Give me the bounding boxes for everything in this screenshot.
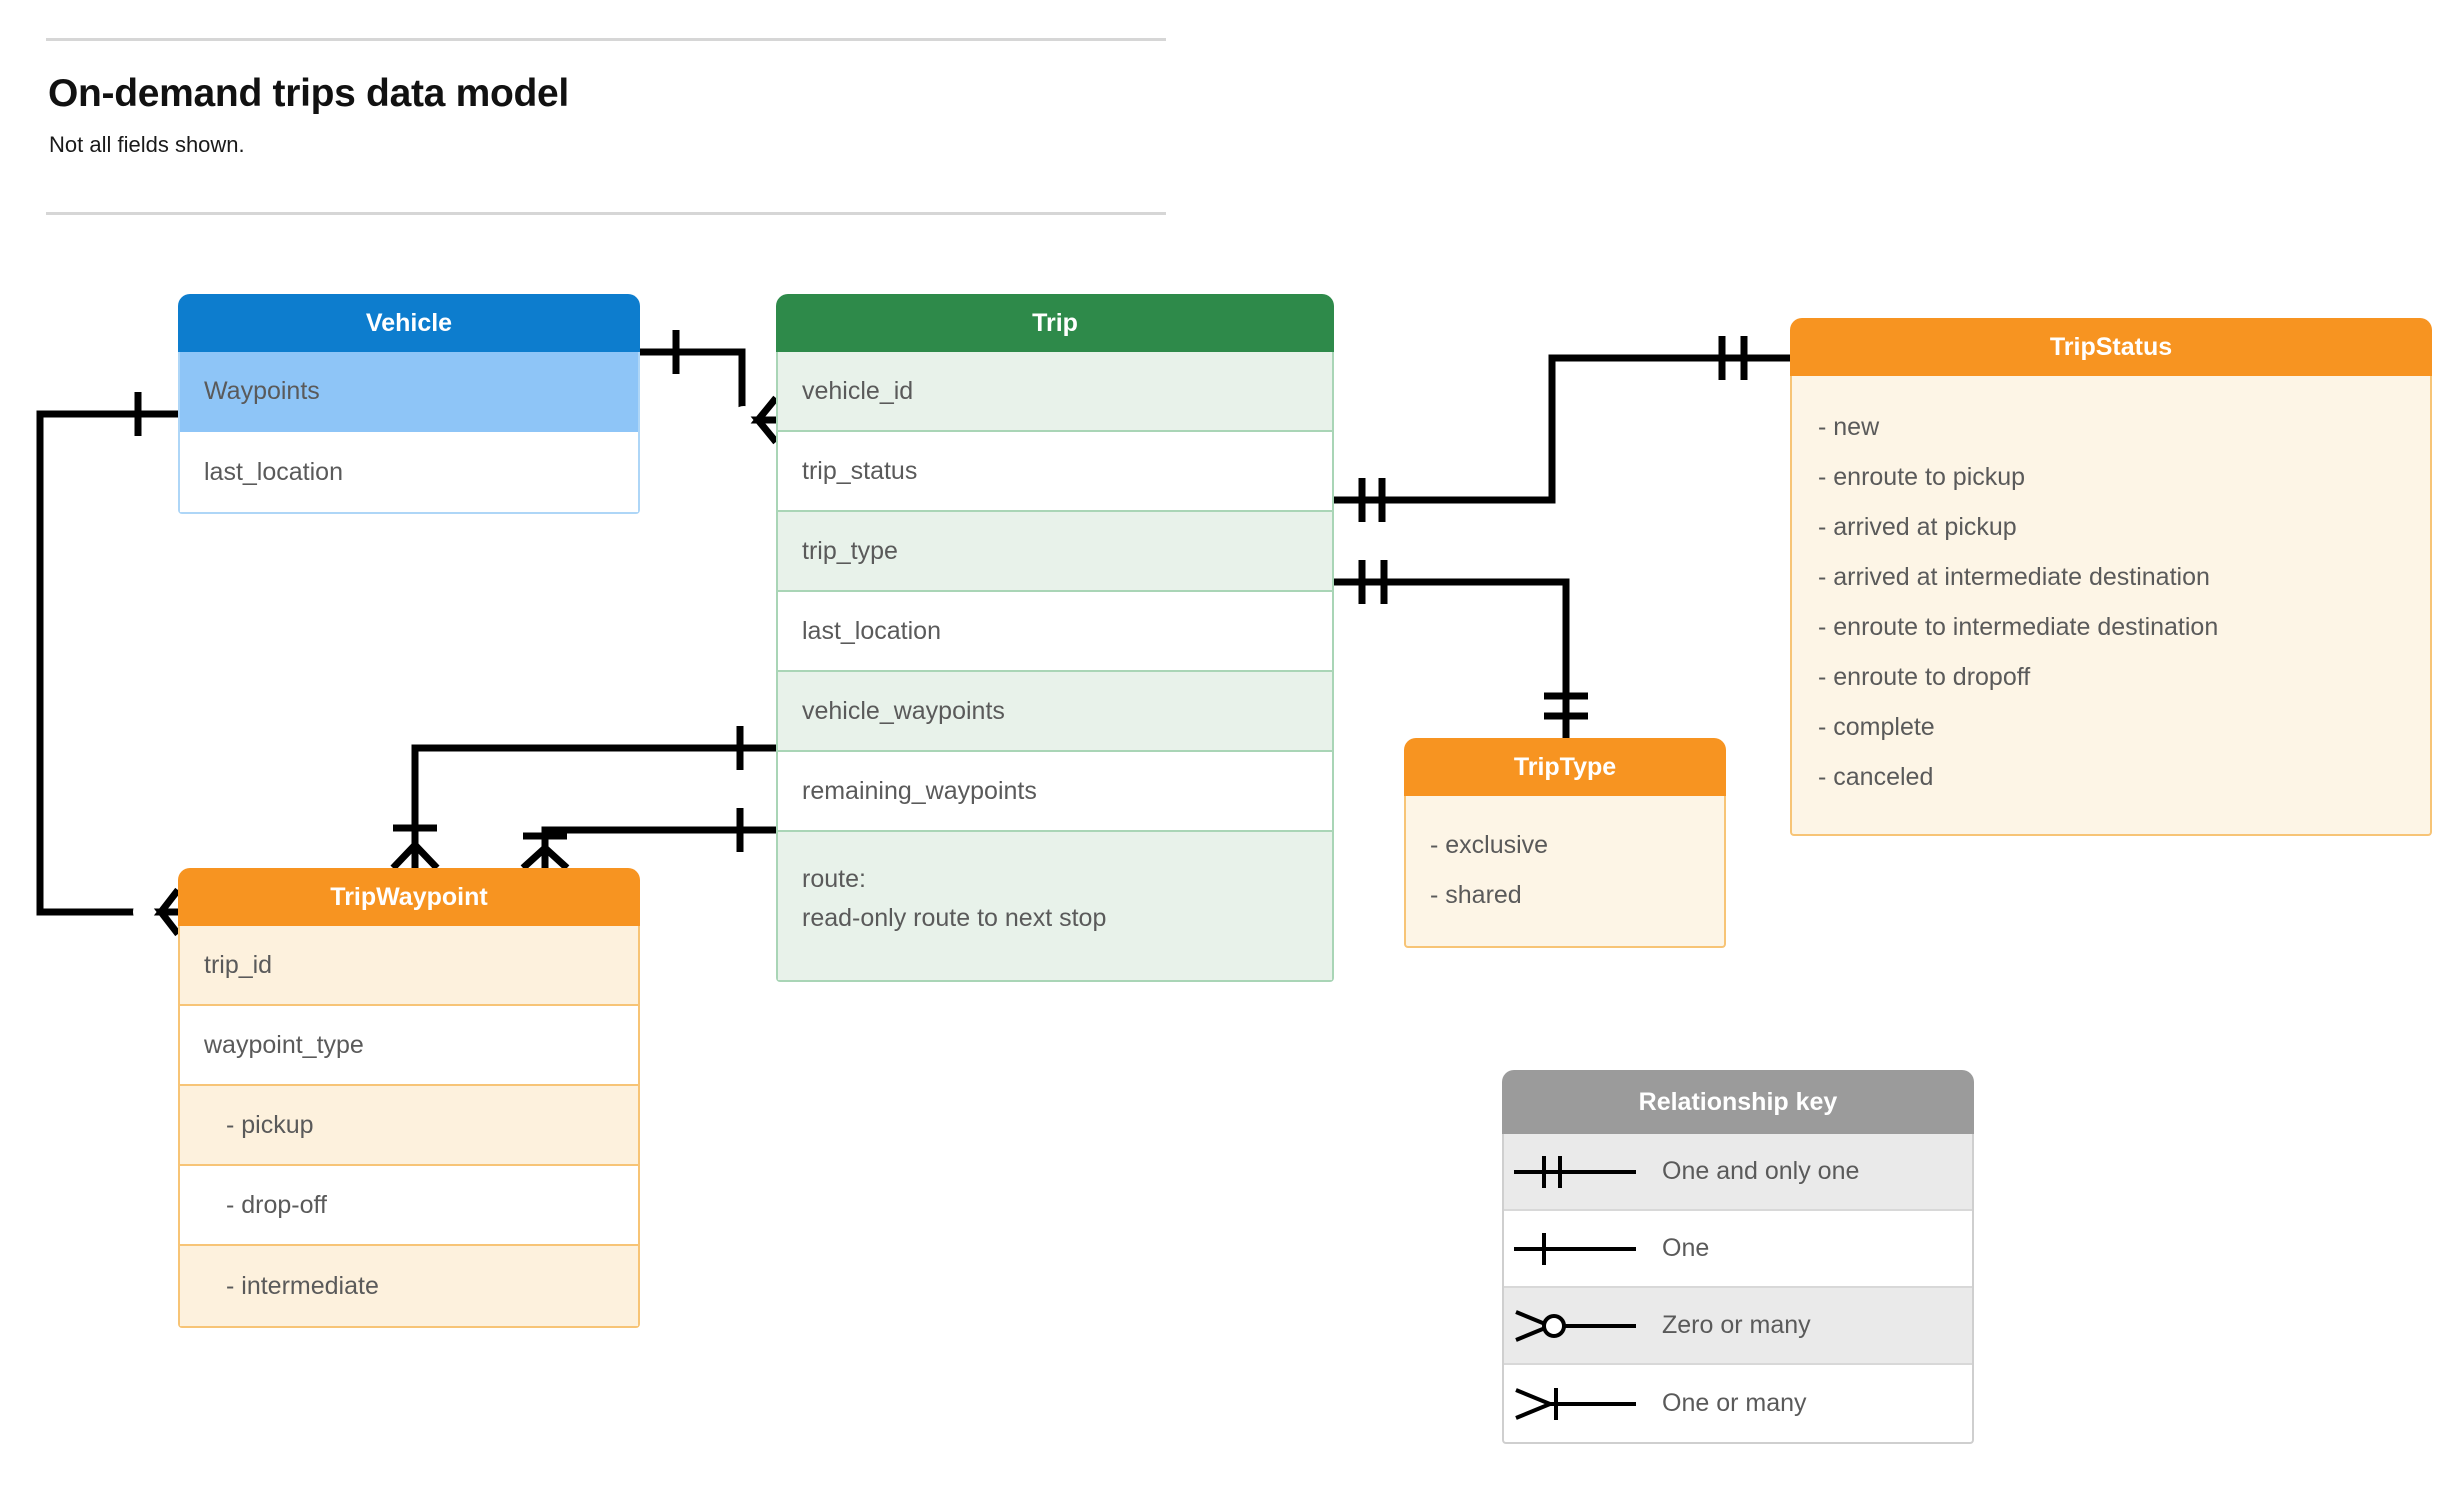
entity-trip[interactable]: Trip vehicle_id trip_status trip_type la… — [776, 294, 1334, 982]
wire-trip-status-to-tripstatus — [1330, 354, 1794, 504]
enum-value: - enroute to intermediate destination — [1818, 613, 2219, 641]
one-and-only-one-icon — [1504, 1150, 1662, 1194]
field-row[interactable]: last_location — [180, 432, 638, 512]
field-row[interactable]: last_location — [778, 592, 1332, 672]
entity-vehicle-fields: Waypoints last_location — [178, 352, 640, 514]
field-row[interactable]: vehicle_id — [778, 352, 1332, 432]
page-title: On-demand trips data model — [48, 72, 569, 115]
field-row[interactable]: trip_status — [778, 432, 1332, 512]
entity-tripwaypoint-title: TripWaypoint — [178, 868, 640, 926]
header-divider-bottom — [46, 212, 1166, 215]
entity-tripstatus-values: - new - enroute to pickup - arrived at p… — [1790, 376, 2432, 836]
enum-value: - enroute to dropoff — [1818, 663, 2031, 691]
legend-label: One or many — [1662, 1389, 1807, 1417]
wire-vehicle-waypoints-row — [411, 744, 780, 864]
page-subtitle: Not all fields shown. — [49, 132, 245, 157]
enum-row[interactable]: - drop-off — [180, 1166, 638, 1246]
card-many-bot-trip — [750, 416, 779, 445]
entity-triptype-title: TripType — [1404, 738, 1726, 796]
card-zero-circle-trip — [730, 406, 758, 434]
field-row[interactable]: remaining_waypoints — [778, 752, 1332, 832]
card-many-bot-tripwaypoint — [153, 908, 181, 937]
legend-label: One and only one — [1662, 1157, 1860, 1185]
card-many-right-vw — [411, 836, 440, 871]
enum-value: - canceled — [1818, 763, 1934, 791]
entity-vehicle[interactable]: Vehicle Waypoints last_location — [178, 294, 640, 514]
route-note: read-only route to next stop — [802, 903, 1107, 932]
legend-row: One and only one — [1504, 1134, 1972, 1211]
enum-value: - enroute to pickup — [1818, 463, 2026, 491]
legend-label: Zero or many — [1662, 1311, 1811, 1339]
enum-value: - complete — [1818, 713, 1935, 741]
entity-tripwaypoint-fields: trip_id waypoint_type - pickup - drop-of… — [178, 926, 640, 1328]
field-row[interactable]: vehicle_waypoints — [778, 672, 1332, 752]
field-row[interactable]: trip_type — [778, 512, 1332, 592]
enum-row[interactable]: - pickup — [180, 1086, 638, 1166]
legend-label: One — [1662, 1234, 1710, 1262]
entity-trip-title: Trip — [776, 294, 1334, 352]
wire-vehicle-waypoints-to-tripwaypoint — [36, 410, 182, 916]
wire-trip-type-to-triptype — [1330, 578, 1570, 742]
entity-triptype-values: - exclusive - shared — [1404, 796, 1726, 948]
one-icon — [1504, 1227, 1662, 1271]
card-many-top-tripwaypoint — [153, 887, 181, 916]
wire-remaining-waypoints-row — [541, 826, 780, 864]
route-label: route: — [802, 865, 866, 893]
field-row[interactable]: trip_id — [180, 926, 638, 1006]
entity-vehicle-title: Vehicle — [178, 294, 640, 352]
relationship-key-legend: Relationship key One and only one — [1502, 1070, 1974, 1444]
enum-value: - arrived at pickup — [1818, 513, 2017, 541]
legend-row: Zero or many — [1504, 1288, 1972, 1365]
card-many-top-trip — [750, 395, 779, 424]
entity-tripwaypoint[interactable]: TripWaypoint trip_id waypoint_type - pic… — [178, 868, 640, 1328]
legend-row: One — [1504, 1211, 1972, 1288]
enum-value: - arrived at intermediate destination — [1818, 563, 2210, 591]
field-row[interactable]: waypoint_type — [180, 1006, 638, 1086]
zero-or-many-icon — [1504, 1304, 1662, 1348]
enum-value: - shared — [1430, 881, 1522, 909]
enum-value: - new — [1818, 413, 1880, 441]
legend-row: One or many — [1504, 1365, 1972, 1442]
entity-trip-fields: vehicle_id trip_status trip_type last_lo… — [776, 352, 1334, 982]
card-many-right-rw — [541, 840, 570, 871]
one-or-many-icon — [1504, 1382, 1662, 1426]
enum-row[interactable]: - intermediate — [180, 1246, 638, 1326]
entity-triptype[interactable]: TripType - exclusive - shared — [1404, 738, 1726, 948]
field-row[interactable]: Waypoints — [180, 352, 638, 432]
entity-tripstatus-title: TripStatus — [1790, 318, 2432, 376]
header-divider-top — [46, 38, 1166, 41]
wire-vehicle-to-trip — [636, 348, 780, 424]
legend-rows: One and only one One — [1502, 1134, 1974, 1444]
field-row-route[interactable]: route: read-only route to next stop — [778, 832, 1332, 980]
card-many-left-vw — [390, 836, 419, 871]
card-zero-circle-tripwaypoint — [133, 899, 159, 925]
legend-title: Relationship key — [1502, 1070, 1974, 1134]
entity-tripstatus[interactable]: TripStatus - new - enroute to pickup - a… — [1790, 318, 2432, 836]
card-many-left-rw — [520, 840, 549, 871]
enum-value: - exclusive — [1430, 831, 1549, 859]
